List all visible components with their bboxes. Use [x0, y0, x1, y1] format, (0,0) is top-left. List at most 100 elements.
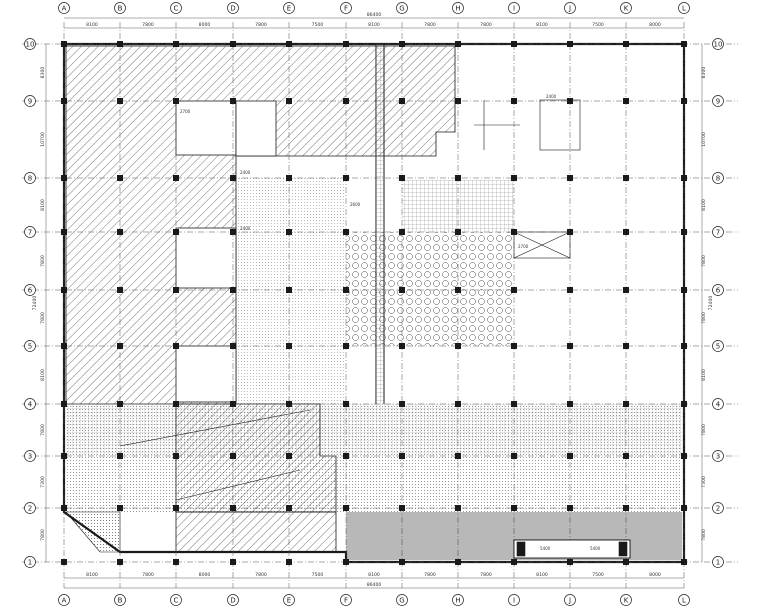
structural-columns — [61, 41, 687, 565]
axis-left-8: 8 — [24, 172, 36, 184]
column — [117, 453, 123, 459]
column — [567, 175, 573, 181]
column — [511, 343, 517, 349]
column — [230, 401, 236, 407]
axis-bottom-F-label: F — [344, 596, 348, 604]
axis-bottom-A-label: A — [62, 596, 67, 604]
note-bottom-b: 5400 — [590, 546, 601, 551]
axis-bottom-G-label: G — [399, 596, 404, 604]
axis-top-I-label: I — [513, 4, 515, 12]
column — [681, 505, 687, 511]
axis-bottom-A: A — [58, 594, 70, 606]
column — [399, 559, 405, 565]
dim-left-bay: 8300 — [40, 67, 46, 79]
column — [455, 41, 461, 47]
column — [343, 287, 349, 293]
column — [567, 287, 573, 293]
note-east-core: 2700 — [518, 244, 529, 249]
dim-top-bay: 7500 — [312, 22, 324, 28]
axis-right-6-label: 6 — [716, 286, 721, 294]
column — [623, 559, 629, 565]
axis-top-B: B — [114, 2, 126, 14]
column — [681, 559, 687, 565]
axis-right-7-label: 7 — [716, 228, 720, 236]
dim-top-bay: 7500 — [592, 22, 604, 28]
column — [511, 98, 517, 104]
column — [117, 41, 123, 47]
column — [286, 175, 292, 181]
column — [567, 505, 573, 511]
axis-left-2-label: 2 — [28, 504, 32, 512]
axis-right-2: 2 — [712, 502, 724, 514]
column — [567, 98, 573, 104]
dim-right-bay: 7800 — [701, 424, 707, 436]
dim-top-bay: 8000 — [199, 22, 211, 28]
column — [230, 343, 236, 349]
axis-bottom-L-label: L — [682, 596, 686, 604]
column — [230, 229, 236, 235]
dim-left-bay: 8100 — [40, 199, 46, 211]
column — [623, 401, 629, 407]
column — [230, 175, 236, 181]
axis-left-3: 3 — [24, 450, 36, 462]
zone-southwest-hatch — [175, 403, 337, 513]
column — [117, 559, 123, 565]
column — [681, 175, 687, 181]
column — [511, 41, 517, 47]
column — [117, 343, 123, 349]
axis-bottom-I: I — [508, 594, 520, 606]
dim-right-bay: 7800 — [701, 312, 707, 324]
column — [343, 98, 349, 104]
axis-bottom-F: F — [340, 594, 352, 606]
dim-bottom-bay: 7800 — [480, 572, 492, 578]
column — [173, 41, 179, 47]
core-stair-low — [175, 345, 237, 403]
dim-left-overall: 72400 — [32, 296, 38, 311]
dim-bottom-overall: 86400 — [367, 582, 382, 588]
column — [681, 229, 687, 235]
column — [343, 505, 349, 511]
east-details — [474, 99, 631, 559]
dim-top-bay: 7800 — [142, 22, 154, 28]
axis-bottom-B: B — [114, 594, 126, 606]
axis-left-8-label: 8 — [28, 174, 32, 182]
east-core-room — [513, 231, 571, 259]
dim-left-bay: 7800 — [40, 424, 46, 436]
axis-right-3: 3 — [712, 450, 724, 462]
column — [511, 401, 517, 407]
column — [230, 505, 236, 511]
column — [399, 401, 405, 407]
annotation-texts: 2400 2700 2400 2600 2700 2400 5400 5400 — [180, 94, 601, 551]
axis-top-D: D — [227, 2, 239, 14]
column — [61, 505, 67, 511]
dim-right-bay: 7300 — [701, 476, 707, 488]
column — [567, 401, 573, 407]
axis-right-6: 6 — [712, 284, 724, 296]
axis-right-5-label: 5 — [716, 342, 720, 350]
dim-bottom-bay: 8100 — [536, 572, 548, 578]
core-shaft-upper — [235, 100, 277, 157]
central-shaft — [375, 44, 385, 404]
column — [623, 505, 629, 511]
axis-top-F-label: F — [344, 4, 348, 12]
column — [455, 98, 461, 104]
column — [173, 175, 179, 181]
column — [61, 453, 67, 459]
zone-circles — [346, 232, 514, 346]
column — [286, 401, 292, 407]
axis-left-3-label: 3 — [28, 452, 32, 460]
column — [399, 229, 405, 235]
axis-left-10: 10 — [24, 38, 36, 50]
axis-bottom-E-label: E — [287, 596, 291, 604]
core-stair-mid — [175, 227, 237, 289]
column — [681, 343, 687, 349]
note-core-left: 2700 — [180, 109, 191, 114]
column — [681, 287, 687, 293]
axis-right-10-label: 10 — [714, 40, 723, 48]
axis-right-4-label: 4 — [716, 400, 721, 408]
column — [681, 41, 687, 47]
axis-right-10: 10 — [712, 38, 724, 50]
column — [511, 175, 517, 181]
dim-bottom-bay: 8000 — [199, 572, 211, 578]
